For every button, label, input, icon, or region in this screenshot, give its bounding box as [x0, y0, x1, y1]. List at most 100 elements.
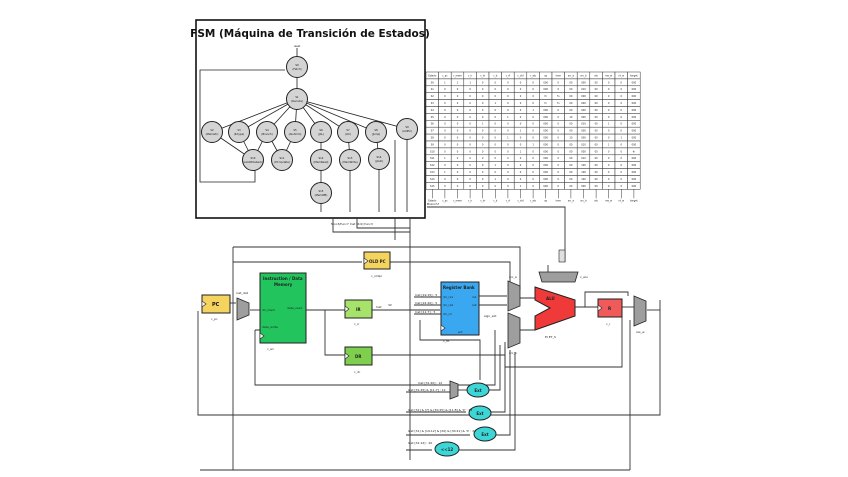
table-cell-text: 100	[581, 164, 586, 167]
table-cell-text: 0	[482, 171, 484, 174]
register-bank[interactable]: Register Bank dir_rs1 dir_rs2 dir_rd rs1…	[415, 281, 480, 343]
table-cell-text: 0	[457, 95, 459, 98]
table-cell-text: 0	[495, 116, 497, 119]
table-output-label: target	[630, 199, 637, 202]
table-cell-text: 1	[520, 130, 522, 133]
table-cell-text: S3	[431, 102, 435, 105]
svg-text:(MemWB): (MemWB)	[315, 193, 328, 197]
svg-text:Memory: Memory	[274, 282, 293, 287]
table-cell-text: 0	[532, 95, 534, 98]
table-cell-text: 0	[608, 171, 610, 174]
table-cell-text: 000	[632, 88, 637, 91]
table-cell-text: 00	[595, 185, 599, 188]
svg-text:rs1: rs1	[472, 295, 477, 299]
table-cell-text: 0	[444, 95, 446, 98]
table-cell-text: 00	[569, 164, 573, 167]
fsm-frame	[195, 19, 426, 219]
table-cell-text: 0	[621, 164, 623, 167]
table-cell-text: 0	[621, 95, 623, 98]
table-cell-text: 00	[595, 102, 599, 105]
instruction-register[interactable]: IR c_ir Inst 32	[344, 299, 392, 326]
table-cell-text: 0	[621, 81, 623, 84]
imm-mux	[449, 380, 459, 400]
table-cell-text: 00	[569, 88, 573, 91]
table-cell-text: 010	[581, 123, 586, 126]
sign-extend-unit-1: Ext Inst [31:20] : 12 Inst [31:25] & [11…	[408, 381, 490, 398]
instruction-data-memory[interactable]: Instruction / Data Memory dir_mem data_w…	[259, 272, 307, 351]
table-cell-text: 0	[482, 143, 484, 146]
table-header-text: imm	[556, 74, 562, 77]
table-header-text: c_mem	[453, 74, 462, 77]
table-cell-text: 000	[543, 157, 548, 160]
table-cell-text: 0	[495, 171, 497, 174]
table-cell-text: 0	[469, 150, 471, 153]
shift-left-12-unit: <<12 Inst [31:12] : 20	[408, 441, 460, 457]
table-cell-text: 0	[621, 143, 623, 146]
table-output-label: c_rf	[506, 199, 510, 202]
table-cell-text: 0	[558, 150, 560, 153]
data-register[interactable]: DR c_dr	[344, 346, 373, 374]
table-cell-text: 0	[532, 123, 534, 126]
svg-text:DR: DR	[355, 354, 361, 359]
svg-text:Ext: Ext	[474, 388, 481, 393]
fsm-state-s0: S0(Fetch)	[286, 56, 308, 78]
table-cell-text: 0	[444, 130, 446, 133]
svg-text:rs2: rs2	[472, 303, 477, 307]
table-cell-text: 0	[621, 185, 623, 188]
table-cell-text: 0	[520, 95, 522, 98]
table-cell-text: 00	[595, 157, 599, 160]
table-header-text: c_rf	[506, 74, 510, 77]
table-cell-text: 1	[520, 150, 522, 153]
table-cell-text: 0	[520, 136, 522, 139]
table-cell-text: 0	[520, 109, 522, 112]
table-cell-text: 0	[469, 116, 471, 119]
svg-text:(Jump): (Jump)	[372, 132, 381, 136]
svg-text:data_write: data_write	[262, 325, 278, 329]
table-cell-text: 000	[543, 109, 548, 112]
pc-register[interactable]: PC c_pc	[201, 294, 231, 321]
table-cell-text: 0	[469, 157, 471, 160]
table-output-label: res_w	[605, 199, 612, 202]
table-cell-text: 0	[558, 130, 560, 133]
table-cell-text: 0	[482, 178, 484, 181]
table-cell-text: 00	[569, 178, 573, 181]
svg-text:inst_dat: inst_dat	[236, 291, 249, 295]
table-cell-text: 000	[632, 143, 637, 146]
table-cell-text: 0	[469, 178, 471, 181]
table-cell-text: S14	[430, 178, 435, 181]
svg-text:S12: S12	[319, 156, 324, 160]
svg-text:dir_mem: dir_mem	[262, 308, 275, 312]
table-header-text: c_b	[493, 74, 498, 77]
table-cell-text: 0	[469, 185, 471, 188]
table-cell-text: 0	[457, 178, 459, 181]
table-cell-text: 10	[569, 116, 573, 119]
table-cell-text: 0	[532, 178, 534, 181]
svg-text:(Fetch): (Fetch)	[292, 67, 301, 71]
table-cell-text: 100	[581, 178, 586, 181]
table-cell-text: 00	[569, 102, 573, 105]
table-cell-text: 0	[457, 157, 459, 160]
svg-text:Instruction / Data: Instruction / Data	[263, 276, 303, 281]
svg-text:Inst [31:12] : 20: Inst [31:12] : 20	[408, 441, 432, 445]
table-output-label: alu	[594, 199, 598, 202]
table-cell-text: 00	[569, 185, 573, 188]
table-cell-text: 000	[632, 81, 637, 84]
svg-text:src_a: src_a	[509, 275, 517, 279]
table-cell-text: 1	[495, 164, 497, 167]
table-cell-text: 0	[608, 178, 610, 181]
svg-text:S2: S2	[210, 128, 214, 132]
address-mux: inst_dat	[236, 291, 250, 321]
table-cell-text: S15	[430, 185, 435, 188]
old-pc-register[interactable]: OLD PC c_oldpc	[363, 251, 391, 278]
table-cell-text: 0	[558, 157, 560, 160]
table-cell-text: 0	[469, 130, 471, 133]
svg-text:S14: S14	[377, 155, 382, 159]
table-cell-text: 0	[495, 185, 497, 188]
r-register[interactable]: R c_r	[597, 298, 623, 326]
table-cell-text: 0	[457, 116, 459, 119]
table-cell-text: 0	[482, 130, 484, 133]
table-cell-text: 0	[482, 95, 484, 98]
table-cell-text: 000	[581, 116, 586, 119]
table-cell-text: 0	[507, 130, 509, 133]
table-cell-text: 00	[595, 143, 599, 146]
